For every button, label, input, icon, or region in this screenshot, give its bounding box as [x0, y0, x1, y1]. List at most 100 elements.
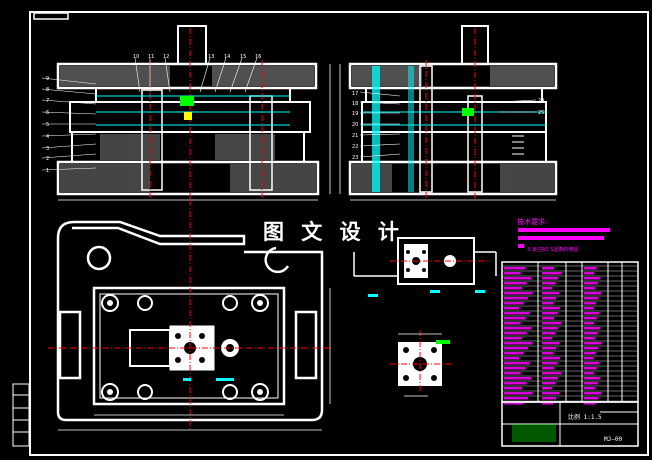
parts-row-text: [584, 292, 602, 295]
front-section-view: [41, 25, 341, 201]
tech-requirements-note: 3.未注R0.5圆角均倒圆: [527, 247, 579, 253]
parts-row-text: [504, 332, 527, 335]
detail-view-lower: [390, 330, 452, 397]
parts-row-text: [584, 312, 600, 315]
parts-row-text: [584, 327, 601, 330]
parts-row-text: [584, 272, 594, 275]
parts-row-text: [504, 322, 521, 325]
parts-row-text: [584, 342, 602, 345]
parts-row-text: [584, 297, 599, 300]
drawing-number: MJ—00: [604, 436, 623, 443]
parts-row-text: [584, 347, 599, 350]
parts-row-text: [504, 292, 533, 295]
parts-row-text: [584, 337, 595, 340]
parts-row-text: [542, 392, 559, 395]
parts-row-text: [584, 402, 596, 405]
parts-row-text: [542, 357, 560, 360]
parts-row-text: [504, 312, 530, 315]
parts-row-text: [504, 342, 533, 345]
parts-row-text: [584, 277, 601, 280]
tech-requirements: [518, 228, 610, 248]
parts-row-text: [542, 347, 556, 350]
parts-row-text: [584, 377, 601, 380]
parts-row-text: [542, 307, 560, 310]
parts-row-text: [584, 357, 593, 360]
parts-row-text: [542, 322, 561, 325]
parts-row-text: [542, 327, 558, 330]
parts-row-text: [542, 367, 554, 370]
parts-row-text: [542, 332, 555, 335]
parts-row-text: [542, 297, 556, 300]
parts-row-text: [542, 377, 558, 380]
parts-row-text: [584, 282, 598, 285]
parts-row-text: [542, 362, 557, 365]
parts-row-text: [584, 352, 596, 355]
parts-row-text: [504, 397, 528, 400]
parts-row-text: [504, 287, 522, 290]
plan-view: [48, 200, 331, 431]
parts-row-text: [542, 292, 559, 295]
drawing-frame: [29, 11, 649, 456]
parts-row-text: [584, 317, 597, 320]
parts-row-text: [584, 372, 594, 375]
parts-row-text: [504, 402, 524, 405]
parts-row-text: [542, 317, 554, 320]
parts-row-text: [504, 307, 519, 310]
parts-row-text: [504, 327, 531, 330]
parts-row-text: [542, 277, 558, 280]
tech-requirements-title: 技术要求:: [517, 218, 548, 226]
parts-row-text: [542, 382, 555, 385]
parts-row-text: [584, 332, 598, 335]
parts-row-text: [584, 302, 596, 305]
parts-row-text: [504, 302, 524, 305]
parts-row-text: [542, 337, 552, 340]
parts-row-text: [504, 357, 519, 360]
parts-row-text: [504, 392, 533, 395]
parts-row-text: [542, 287, 552, 290]
parts-row-text: [504, 267, 525, 270]
parts-row-text: [504, 337, 522, 340]
parts-row-text: [504, 347, 528, 350]
parts-row-text: [504, 282, 527, 285]
parts-row-text: [584, 287, 595, 290]
title-block: [501, 401, 639, 447]
parts-row-text: [504, 277, 531, 280]
parts-row-text: [584, 392, 602, 395]
frame-corner-tag: [33, 12, 69, 20]
left-revision-bar: [12, 383, 30, 447]
parts-list-table: [501, 261, 639, 405]
parts-row-text: [504, 382, 527, 385]
parts-row-text: [542, 402, 553, 405]
parts-row-text: [504, 297, 528, 300]
parts-row-text: [584, 322, 594, 325]
parts-row-text: [542, 267, 554, 270]
parts-row-text: [542, 397, 556, 400]
parts-row-text: [542, 272, 561, 275]
parts-row-text: [584, 307, 593, 310]
parts-row-text: [542, 352, 553, 355]
side-section-view: [348, 25, 558, 201]
parts-row-text: [504, 377, 531, 380]
parts-row-text: [542, 387, 552, 390]
parts-row-text: [542, 372, 561, 375]
parts-row-text: [504, 352, 524, 355]
parts-row-text: [584, 362, 600, 365]
parts-row-text: [584, 387, 595, 390]
parts-row-text: [584, 367, 597, 370]
parts-row-text: [504, 272, 521, 275]
parts-row-text: [504, 372, 521, 375]
title-block-scale: 比例 1:1.5: [568, 414, 602, 421]
parts-row-text: [542, 342, 559, 345]
parts-row-text: [584, 397, 599, 400]
parts-row-text: [504, 362, 530, 365]
parts-row-text: [584, 382, 598, 385]
parts-row-text: [504, 387, 522, 390]
detail-view-upper: [353, 237, 497, 297]
parts-row-text: [542, 302, 553, 305]
parts-row-text: [504, 317, 525, 320]
parts-row-text: [584, 267, 597, 270]
parts-row-text: [542, 312, 557, 315]
parts-row-text: [542, 282, 555, 285]
parts-row-text: [504, 367, 525, 370]
